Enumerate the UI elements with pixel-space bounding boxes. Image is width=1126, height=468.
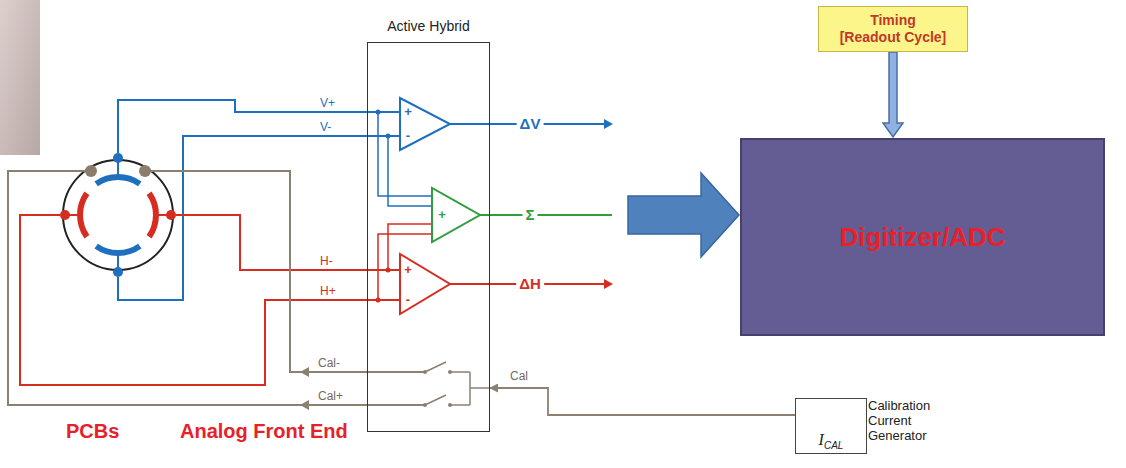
electrode-dot xyxy=(60,210,70,220)
wire-arrowhead xyxy=(604,119,613,129)
signal-name: Cal xyxy=(510,370,528,384)
calibration-wire xyxy=(450,404,470,406)
junction-dot xyxy=(386,268,391,273)
block-arrow xyxy=(883,52,903,137)
signal-wire xyxy=(20,215,400,385)
box-title: Digitizer/ADC xyxy=(839,222,1005,253)
box-caption: Calibration Current Generator xyxy=(868,399,948,444)
wire-arrowhead xyxy=(604,279,613,289)
timing-box: Timing[Readout Cycle] xyxy=(818,6,968,52)
box-title: Timing xyxy=(840,12,947,29)
polarity-sign: - xyxy=(406,129,410,144)
box-subtitle: [Readout Cycle] xyxy=(840,29,947,46)
polarity-sign: - xyxy=(406,293,410,308)
signal-name: H+ xyxy=(320,285,336,299)
signal-name: H- xyxy=(320,255,333,269)
signal-name: V- xyxy=(320,121,331,135)
switch-blade xyxy=(425,362,446,372)
electrode-dot xyxy=(166,210,176,220)
signal-connector xyxy=(883,52,903,137)
electrode-dot xyxy=(113,153,123,163)
digitizer-box: Digitizer/ADC xyxy=(740,138,1105,336)
polarity-sign: + xyxy=(404,105,412,120)
photo-fragment xyxy=(0,0,40,155)
symbol-subscript: CAL xyxy=(824,440,843,451)
polarity-sign: + xyxy=(404,263,412,278)
calibration-wire xyxy=(450,371,470,373)
opamp-symbol xyxy=(432,188,480,242)
junction-dot xyxy=(376,298,381,303)
signal-name: Cal+ xyxy=(318,390,343,404)
current-symbol-label: ICAL xyxy=(796,431,866,451)
signal-wire xyxy=(118,100,400,153)
calibration-wire xyxy=(490,388,795,415)
signal-name: Cal- xyxy=(318,357,340,371)
section-title: Analog Front End xyxy=(180,420,348,443)
output-name: ΔH xyxy=(516,275,544,292)
junction-dot xyxy=(376,110,381,115)
opamp-symbol xyxy=(400,254,450,314)
signal-connector xyxy=(490,173,739,257)
signal-wire xyxy=(118,136,400,300)
electrode-arc xyxy=(96,246,140,253)
text-stack: Digitizer/ADC xyxy=(839,222,1005,253)
output-wire xyxy=(490,214,612,216)
calibration-dot xyxy=(85,165,97,177)
wire-arrowhead xyxy=(300,367,309,377)
text-stack: Timing[Readout Cycle] xyxy=(840,12,947,46)
output-name: Σ xyxy=(522,206,537,223)
symbol-letter: I xyxy=(819,431,824,448)
calibration-wire xyxy=(8,171,425,405)
calibration-dot xyxy=(139,165,151,177)
branch-wire xyxy=(388,136,432,206)
signal-connector xyxy=(490,388,795,415)
electrode-arc xyxy=(96,177,140,184)
output-wire xyxy=(480,214,490,216)
active-hybrid-box: Active Hybrid xyxy=(367,42,490,432)
signal-name: V+ xyxy=(320,97,335,111)
box-heading: Active Hybrid xyxy=(348,18,509,34)
output-name: ΔV xyxy=(517,115,544,132)
opamp-symbol xyxy=(400,98,450,150)
calibration-wire xyxy=(151,171,425,372)
block-arrow xyxy=(628,173,739,257)
electrode-arc xyxy=(149,193,156,237)
junction-dot xyxy=(386,134,391,139)
switch-blade xyxy=(425,395,446,405)
polarity-sign: + xyxy=(438,208,446,223)
electrode-dot xyxy=(113,267,123,277)
electrode-arc xyxy=(80,193,87,237)
calibration-wire xyxy=(470,387,490,389)
wire-arrowhead xyxy=(300,400,309,410)
section-title: PCBs xyxy=(66,420,119,443)
current-generator-box: Calibration Current GeneratorICAL xyxy=(795,398,867,454)
